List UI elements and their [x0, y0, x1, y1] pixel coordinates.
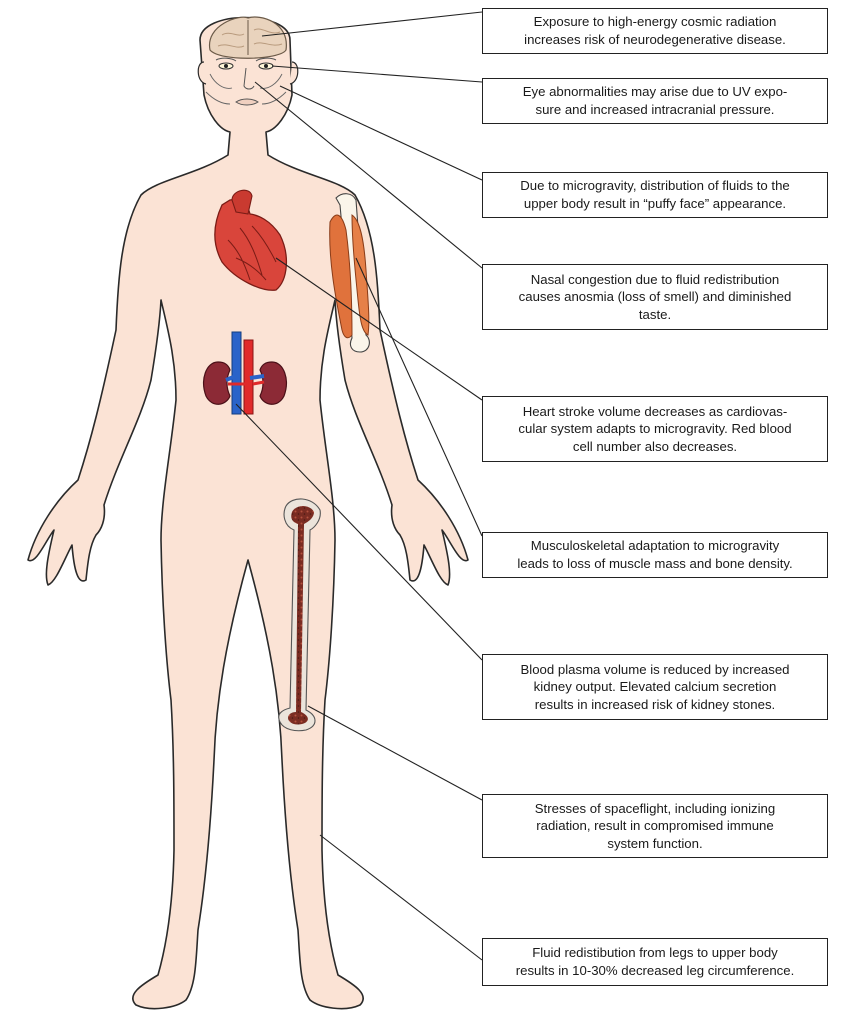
left-pupil-icon — [224, 64, 228, 68]
callout-line: Due to microgravity, distribution of flu… — [520, 177, 790, 195]
vena-cava-icon — [232, 332, 241, 414]
connector-brain — [262, 12, 482, 36]
callout-line: Exposure to high-energy cosmic radiation — [524, 13, 786, 31]
callout-immune: Stresses of spaceflight, including ioniz… — [482, 794, 828, 858]
callout-kidney: Blood plasma volume is reduced by increa… — [482, 654, 828, 720]
callout-line: leads to loss of muscle mass and bone de… — [517, 555, 792, 573]
callout-line: results in increased risk of kidney ston… — [520, 696, 789, 714]
callout-brain: Exposure to high-energy cosmic radiation… — [482, 8, 828, 54]
callout-line: sure and increased intracranial pressure… — [523, 101, 788, 119]
callout-line: Fluid redistibution from legs to upper b… — [516, 944, 795, 962]
callout-line: causes anosmia (loss of smell) and dimin… — [519, 288, 792, 306]
left-kidney-icon — [204, 362, 230, 404]
connector-immune — [308, 706, 482, 800]
callout-line: upper body result in “puffy face” appear… — [520, 195, 790, 213]
callout-muscle: Musculoskeletal adaptation to microgravi… — [482, 532, 828, 578]
aorta-icon — [232, 190, 252, 214]
callout-line: cular system adapts to microgravity. Red… — [518, 420, 791, 438]
callout-line: Stresses of spaceflight, including ioniz… — [535, 800, 775, 818]
callout-face: Due to microgravity, distribution of flu… — [482, 172, 828, 218]
callout-eyes: Eye abnormalities may arise due to UV ex… — [482, 78, 828, 124]
body-silhouette — [28, 18, 468, 1009]
callout-line: system function. — [535, 835, 775, 853]
callout-line: Blood plasma volume is reduced by increa… — [520, 661, 789, 679]
callout-line: increases risk of neurodegenerative dise… — [524, 31, 786, 49]
callout-line: Eye abnormalities may arise due to UV ex… — [523, 83, 788, 101]
connector-legs — [320, 835, 482, 960]
callout-line: taste. — [519, 306, 792, 324]
callout-line: cell number also decreases. — [518, 438, 791, 456]
callout-line: Musculoskeletal adaptation to microgravi… — [517, 537, 792, 555]
callout-line: kidney output. Elevated calcium secretio… — [520, 678, 789, 696]
callout-line: Nasal congestion due to fluid redistribu… — [519, 271, 792, 289]
callout-heart: Heart stroke volume decreases as cardiov… — [482, 396, 828, 462]
callout-nose: Nasal congestion due to fluid redistribu… — [482, 264, 828, 330]
connector-face — [280, 86, 482, 180]
callout-line: radiation, result in compromised immune — [535, 817, 775, 835]
callout-line: Heart stroke volume decreases as cardiov… — [518, 403, 791, 421]
callout-legs: Fluid redistibution from legs to upper b… — [482, 938, 828, 986]
right-pupil-icon — [264, 64, 268, 68]
callout-line: results in 10-30% decreased leg circumfe… — [516, 962, 795, 980]
connector-eyes — [272, 66, 482, 82]
mouth-icon — [236, 99, 258, 105]
